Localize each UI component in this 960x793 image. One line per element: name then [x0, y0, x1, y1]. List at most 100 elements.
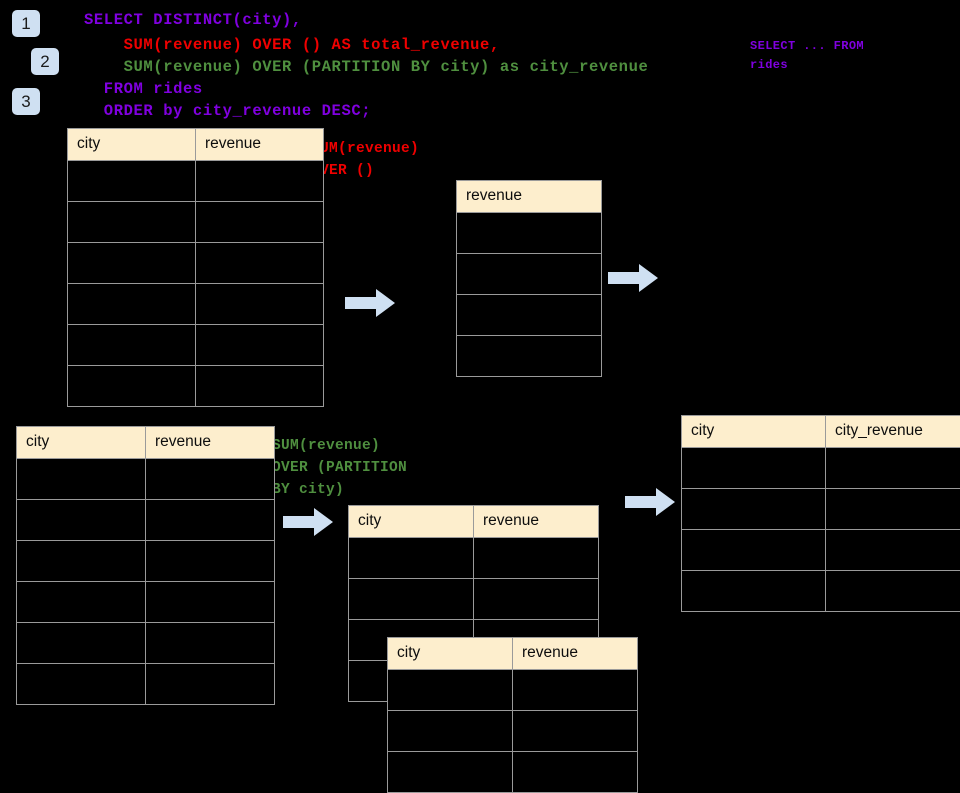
- cell-revenue: [196, 366, 324, 407]
- cell-city: [349, 538, 474, 579]
- cell-revenue: [457, 213, 602, 254]
- table-header-row: city city_revenue: [682, 416, 960, 448]
- column-header-city: city: [17, 427, 146, 459]
- column-header-revenue: revenue: [196, 129, 324, 161]
- cell-city: [68, 284, 196, 325]
- table-row: [388, 752, 638, 793]
- cell-city: [68, 366, 196, 407]
- table-rides-bottom: city revenue: [16, 426, 275, 705]
- table-row: [17, 541, 275, 582]
- table-row: [349, 538, 599, 579]
- table-result: city city_revenue: [681, 415, 960, 612]
- table-header-row: city revenue: [17, 427, 275, 459]
- cell-revenue: [196, 161, 324, 202]
- table-row: [68, 284, 324, 325]
- cell-city: [68, 325, 196, 366]
- table-row: [457, 336, 602, 377]
- cell-city: [68, 202, 196, 243]
- table-row: [457, 254, 602, 295]
- table-row: [68, 325, 324, 366]
- table-row: [17, 623, 275, 664]
- cell-revenue: [457, 336, 602, 377]
- cell-revenue: [457, 254, 602, 295]
- cell-city: [388, 752, 513, 793]
- sql-line-order-by: ORDER by city_revenue DESC;: [84, 102, 371, 120]
- cell-city: [682, 530, 826, 571]
- cell-city: [349, 579, 474, 620]
- table-row: [68, 202, 324, 243]
- table-row: [17, 664, 275, 705]
- cell-city: [17, 500, 146, 541]
- table-row: [457, 213, 602, 254]
- step-badge-1: 1: [12, 10, 40, 37]
- column-header-city: city: [68, 129, 196, 161]
- cell-revenue: [196, 202, 324, 243]
- column-header-city: city: [349, 506, 474, 538]
- cell-revenue: [196, 284, 324, 325]
- column-header-city: city: [388, 638, 513, 670]
- cell-city: [68, 243, 196, 284]
- table-row: [682, 448, 960, 489]
- table-row: [682, 571, 960, 612]
- cell-revenue: [146, 664, 275, 705]
- cell-revenue: [196, 325, 324, 366]
- table-rides-top: city revenue: [67, 128, 324, 407]
- cell-city: [68, 161, 196, 202]
- table-row: [349, 579, 599, 620]
- cell-city: [17, 541, 146, 582]
- cell-revenue: [474, 538, 599, 579]
- sql-line-total-revenue: SUM(revenue) OVER () AS total_revenue,: [84, 36, 500, 54]
- cell-city: [388, 711, 513, 752]
- cell-city: [17, 459, 146, 500]
- cell-city: [17, 623, 146, 664]
- column-header-revenue: revenue: [513, 638, 638, 670]
- column-header-revenue: revenue: [474, 506, 599, 538]
- cell-revenue: [513, 711, 638, 752]
- table-partition-front: city revenue: [387, 637, 638, 793]
- cell-city: [388, 670, 513, 711]
- table-row: [68, 161, 324, 202]
- table-header-row: city revenue: [68, 129, 324, 161]
- table-header-row: city revenue: [388, 638, 638, 670]
- step-badge-2: 2: [31, 48, 59, 75]
- arrow-rides-to-total-icon: [345, 289, 395, 317]
- table-header-row: revenue: [457, 181, 602, 213]
- table-row: [388, 711, 638, 752]
- table-row: [388, 670, 638, 711]
- table-row: [682, 530, 960, 571]
- cell-revenue: [146, 541, 275, 582]
- cell-revenue: [146, 500, 275, 541]
- column-header-revenue: revenue: [457, 181, 602, 213]
- sql-line-from: FROM rides: [84, 80, 203, 98]
- cell-city-revenue: [826, 530, 960, 571]
- table-row: [17, 582, 275, 623]
- table-row: [68, 243, 324, 284]
- diagram-canvas: 1 2 3 SELECT DISTINCT(city), SUM(revenue…: [0, 0, 960, 720]
- arrow-total-to-result-icon: [608, 264, 658, 292]
- table-total-revenue: revenue: [456, 180, 602, 377]
- cell-revenue: [457, 295, 602, 336]
- sql-line-select: SELECT DISTINCT(city),: [84, 11, 302, 29]
- sql-line-city-revenue: SUM(revenue) OVER (PARTITION BY city) as…: [84, 58, 648, 76]
- cell-revenue: [474, 579, 599, 620]
- cell-city: [17, 582, 146, 623]
- arrow-partition-to-result-icon: [625, 488, 675, 516]
- cell-revenue: [146, 623, 275, 664]
- cell-city-revenue: [826, 489, 960, 530]
- cell-city: [682, 489, 826, 530]
- table-row: [68, 366, 324, 407]
- annotation-city-revenue: SUM(revenue) OVER (PARTITION BY city): [272, 435, 407, 501]
- cell-city-revenue: [826, 448, 960, 489]
- table-row: [457, 295, 602, 336]
- sidenote-select-from-rides: SELECT ... FROM rides: [750, 37, 864, 75]
- table-row: [17, 459, 275, 500]
- column-header-revenue: revenue: [146, 427, 275, 459]
- annotation-total-revenue: SUM(revenue) OVER (): [311, 138, 419, 182]
- table-row: [682, 489, 960, 530]
- cell-revenue: [146, 582, 275, 623]
- cell-revenue: [146, 459, 275, 500]
- cell-city-revenue: [826, 571, 960, 612]
- column-header-city-revenue: city_revenue: [826, 416, 960, 448]
- table-row: [17, 500, 275, 541]
- step-badge-3: 3: [12, 88, 40, 115]
